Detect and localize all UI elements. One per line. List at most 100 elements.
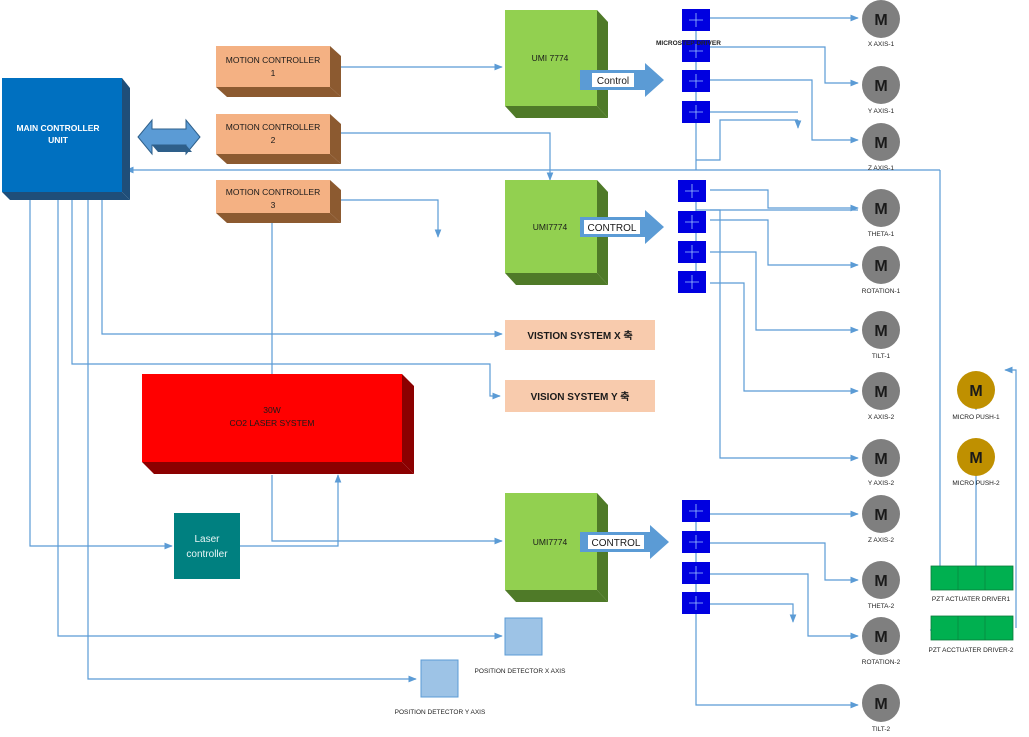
driver-group-3 bbox=[682, 500, 710, 614]
motion-controller-3-line2: 3 bbox=[271, 200, 276, 210]
motor-label: Y AXIS-2 bbox=[868, 480, 895, 487]
driver-box bbox=[682, 531, 710, 553]
motor-label: ROTATION-2 bbox=[862, 659, 901, 666]
motor-label: THETA-1 bbox=[868, 231, 895, 238]
pzt-driver-1-label: PZT ACTUATER DRIVER1 bbox=[932, 596, 1011, 603]
driver-box bbox=[682, 562, 710, 584]
svg-text:M: M bbox=[874, 696, 887, 713]
svg-text:M: M bbox=[874, 451, 887, 468]
motor-theta-1: M THETA-1 bbox=[862, 189, 900, 238]
motion-controller-3-line1: MOTION CONTROLLER bbox=[226, 187, 320, 197]
umi-box-1-label: UMI 7774 bbox=[532, 53, 569, 63]
driver-box bbox=[682, 500, 710, 522]
position-detector-x: POSITION DETECTOR X AXIS bbox=[475, 617, 567, 675]
umi-box-1: UMI 7774 Control bbox=[505, 10, 664, 118]
motor-label: ROTATION-1 bbox=[862, 288, 901, 295]
motor-tilt-1: M TILT-1 bbox=[862, 311, 900, 360]
motor-rotation-1: M ROTATION-1 bbox=[862, 246, 901, 295]
svg-text:M: M bbox=[874, 629, 887, 646]
driver-box bbox=[678, 241, 706, 263]
umi-box-1-control: Control bbox=[597, 76, 629, 87]
motion-controller-1-line2: 1 bbox=[271, 68, 276, 78]
motion-controller-2-line2: 2 bbox=[271, 135, 276, 145]
svg-text:M: M bbox=[969, 383, 982, 400]
vision-system-y-label: VISION SYSTEM Y 축 bbox=[531, 390, 630, 403]
motors: M X AXIS-1 M Y AXIS-1 M Z AXIS-1 M THETA-1 M… bbox=[862, 0, 901, 733]
main-controller-line1: MAIN CONTROLLER bbox=[16, 123, 99, 133]
svg-text:M: M bbox=[874, 258, 887, 275]
co2-laser-system: 30W CO2 LASER SYSTEM bbox=[142, 374, 414, 474]
umi-box-3-control: CONTROL bbox=[592, 538, 641, 549]
motion-controller-3: MOTION CONTROLLER 3 bbox=[216, 180, 341, 223]
vision-system-x: VISTION SYSTEM X 축 bbox=[505, 320, 655, 350]
motor-label: X AXIS-2 bbox=[868, 414, 895, 421]
vision-system-x-label: VISTION SYSTEM X 축 bbox=[527, 329, 632, 342]
svg-text:M: M bbox=[874, 323, 887, 340]
driver-group-2 bbox=[678, 180, 706, 293]
micro-push-2: M MICRO PUSH-2 bbox=[952, 438, 1000, 487]
motor-label: THETA-2 bbox=[868, 603, 895, 610]
umi-box-3: UMI7774 CONTROL bbox=[505, 493, 669, 602]
pzt-driver-1: PZT ACTUATER DRIVER1 bbox=[930, 565, 1014, 603]
driver-box bbox=[678, 211, 706, 233]
motor-theta-2: M THETA-2 bbox=[862, 561, 900, 610]
driver-box bbox=[682, 70, 710, 92]
motor-z-axis-1: M Z AXIS-1 bbox=[862, 123, 900, 172]
position-detector-x-label: POSITION DETECTOR X AXIS bbox=[475, 668, 567, 675]
svg-text:M: M bbox=[969, 450, 982, 467]
driver-group-1: MICROSTEP DRIVER bbox=[656, 9, 721, 123]
motion-controller-1: MOTION CONTROLLER 1 bbox=[216, 46, 341, 97]
position-detector-y: POSITION DETECTOR Y AXIS bbox=[395, 659, 486, 716]
svg-text:M: M bbox=[874, 507, 887, 524]
motion-controller-2-line1: MOTION CONTROLLER bbox=[226, 122, 320, 132]
motor-z-axis-2: M Z AXIS-2 bbox=[862, 495, 900, 544]
svg-text:M: M bbox=[874, 12, 887, 29]
svg-text:M: M bbox=[874, 384, 887, 401]
micro-push-2-label: MICRO PUSH-2 bbox=[952, 480, 1000, 487]
umi-box-3-label: UMI7774 bbox=[533, 537, 568, 547]
motor-label: X AXIS-1 bbox=[868, 41, 895, 48]
laser-controller-line1: Laser bbox=[194, 534, 220, 545]
motor-x-axis-2: M X AXIS-2 bbox=[862, 372, 900, 421]
umi-box-2-label: UMI7774 bbox=[533, 222, 568, 232]
position-detector-y-label: POSITION DETECTOR Y AXIS bbox=[395, 709, 486, 716]
laser-line2: CO2 LASER SYSTEM bbox=[229, 418, 314, 428]
motor-tilt-2: M TILT-2 bbox=[862, 684, 900, 733]
main-controller-unit: MAIN CONTROLLER UNIT bbox=[2, 78, 130, 200]
vision-system-y: VISION SYSTEM Y 축 bbox=[505, 380, 655, 412]
svg-text:M: M bbox=[874, 201, 887, 218]
main-controller-line2: UNIT bbox=[48, 135, 69, 145]
svg-text:M: M bbox=[874, 78, 887, 95]
svg-text:M: M bbox=[874, 573, 887, 590]
micro-push-1: M MICRO PUSH-1 bbox=[952, 371, 1000, 421]
umi-box-2: UMI7774 CONTROL bbox=[505, 180, 664, 285]
driver-box bbox=[678, 271, 706, 293]
svg-text:M: M bbox=[874, 135, 887, 152]
laser-controller-line2: controller bbox=[186, 549, 228, 560]
motor-rotation-2: M ROTATION-2 bbox=[862, 617, 901, 666]
motion-controller-2: MOTION CONTROLLER 2 bbox=[216, 114, 341, 164]
motor-x-axis-1: M X AXIS-1 bbox=[862, 0, 900, 48]
microstep-driver-label: MICROSTEP DRIVER bbox=[656, 40, 721, 47]
driver-box bbox=[682, 592, 710, 614]
umi-box-2-control: CONTROL bbox=[588, 223, 637, 234]
motor-label: TILT-2 bbox=[872, 726, 891, 733]
pzt-driver-2: PZT ACCTUATER DRIVER-2 bbox=[929, 615, 1014, 654]
driver-box bbox=[682, 9, 710, 31]
laser-line1: 30W bbox=[263, 405, 280, 415]
motion-controller-1-line1: MOTION CONTROLLER bbox=[226, 55, 320, 65]
motor-label: Z AXIS-2 bbox=[868, 537, 894, 544]
driver-box bbox=[682, 40, 710, 62]
driver-box bbox=[678, 180, 706, 202]
motor-y-axis-2: M Y AXIS-2 bbox=[862, 439, 900, 487]
motor-label: TILT-1 bbox=[872, 353, 891, 360]
motor-label: Y AXIS-1 bbox=[868, 108, 895, 115]
bidirectional-arrow-icon bbox=[137, 118, 201, 156]
motor-label: Z AXIS-1 bbox=[868, 165, 894, 172]
driver-box bbox=[682, 101, 710, 123]
laser-controller: Laser controller bbox=[174, 513, 240, 579]
pzt-driver-2-label: PZT ACCTUATER DRIVER-2 bbox=[929, 647, 1014, 654]
micro-push-1-label: MICRO PUSH-1 bbox=[952, 414, 1000, 421]
motor-y-axis-1: M Y AXIS-1 bbox=[862, 66, 900, 115]
